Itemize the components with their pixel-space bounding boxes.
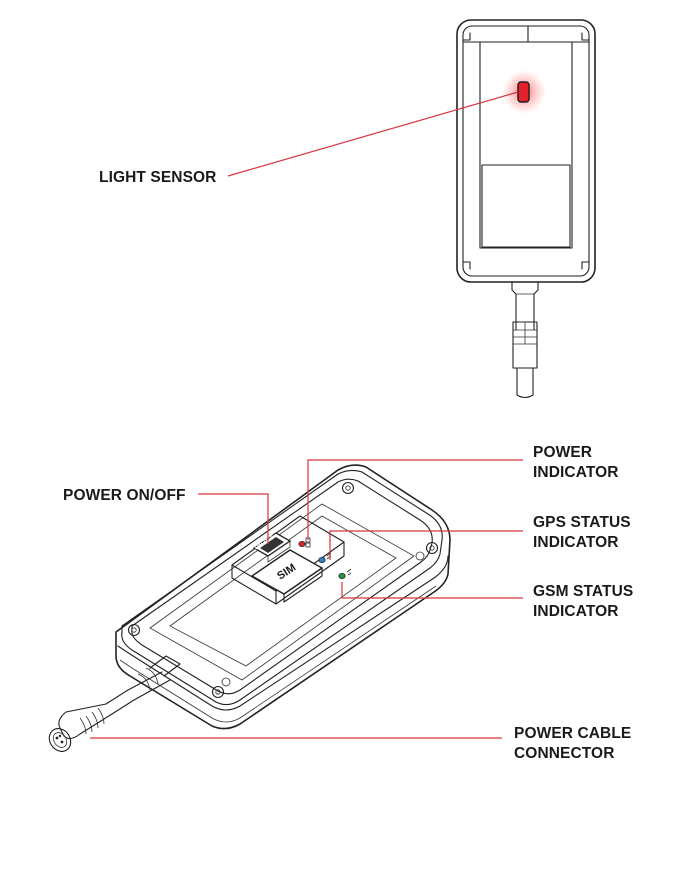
labels: LIGHT SENSOR POWER INDICATOR POWER ON/OF… [63,169,633,762]
screw-top [341,481,355,495]
device-top-view [456,19,596,399]
callout-power-indicator [307,459,523,540]
label-power-onoff: POWER ON/OFF [63,487,186,504]
callout-power-onoff [198,493,269,544]
callout-gps-status [329,530,523,560]
label-gps-status-line1: GPS STATUS [533,514,631,531]
case-top-rim [121,469,443,706]
label-gsm-status-line1: GSM STATUS [533,583,633,600]
callout-light-sensor [227,91,519,177]
case-bottom-shell [115,464,451,730]
top-label-area [481,164,571,248]
label-power-cable-line2: CONNECTOR [514,745,615,762]
case-cavity [131,478,433,695]
label-power-indicator-line1: POWER [533,444,592,461]
label-power-indicator-line2: INDICATOR [533,464,619,481]
label-gsm-status-line2: INDICATOR [533,603,619,620]
label-gps-status-line2: INDICATOR [533,534,619,551]
screw-right [425,541,439,555]
top-inner-shell [462,25,590,277]
device-open-view: SIM ON OFF [48,464,451,752]
label-power-cable-line1: POWER CABLE [514,725,631,742]
gps-led-icon [318,557,326,564]
callout-lines [90,91,523,739]
top-window [479,41,573,249]
top-outer-shell [456,19,596,283]
label-light-sensor: LIGHT SENSOR [99,169,216,186]
callout-gsm-status [341,582,523,599]
screw-left [127,623,141,637]
power-led-icon [298,541,306,548]
light-sensor-icon [517,81,530,103]
screw-bottom [211,685,225,699]
cable-gland [149,655,181,677]
gsm-led-icon [338,573,346,580]
power-cable-connector[interactable] [58,703,113,740]
